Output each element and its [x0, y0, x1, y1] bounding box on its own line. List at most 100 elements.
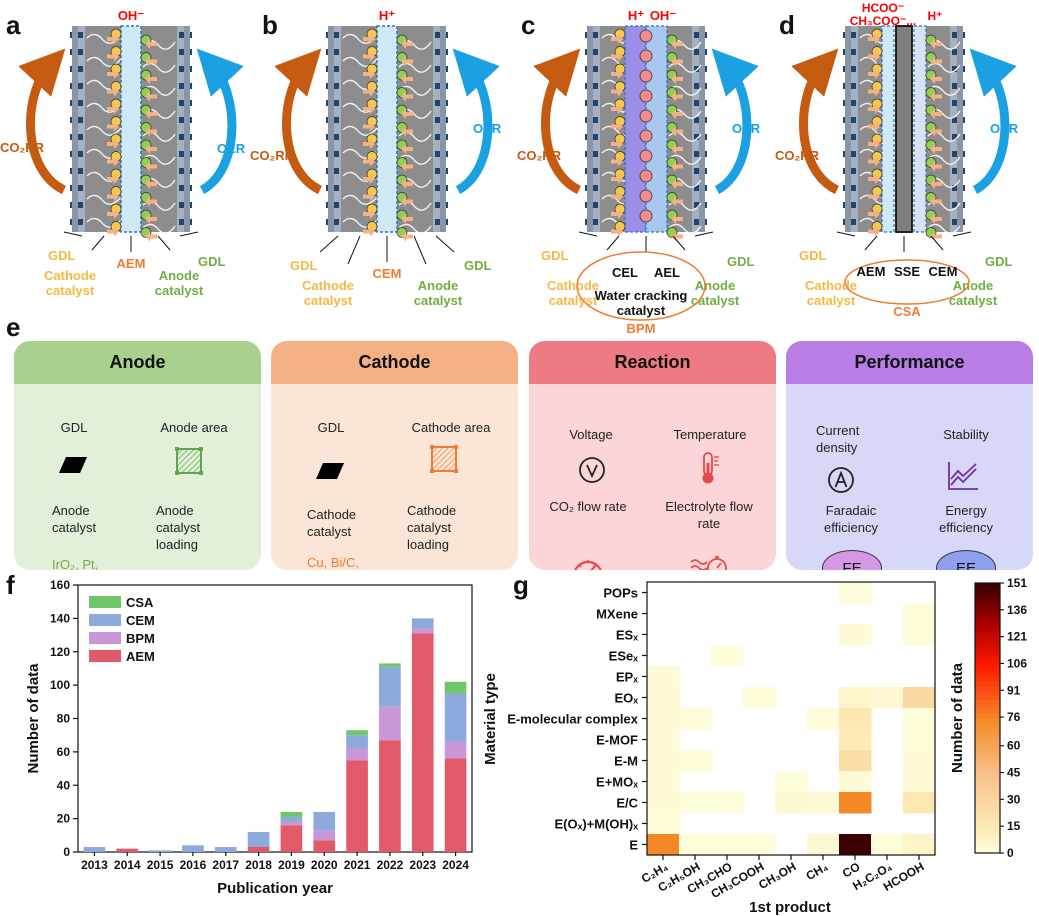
y-tick-label: E-M	[614, 754, 638, 769]
colorbar-segment	[975, 592, 1000, 598]
ion-arrow	[930, 39, 942, 49]
water-catalyst-particle	[639, 49, 653, 63]
voltmeter-icon	[577, 455, 607, 490]
ee-badge: EE	[936, 550, 996, 570]
ion-arrow	[611, 209, 623, 219]
colorbar-segment	[975, 776, 1000, 782]
colorbar-segment	[975, 758, 1000, 764]
colorbar-tick-label: 15	[1007, 819, 1021, 833]
y-tick-label: E-molecular complex	[507, 712, 639, 727]
card-cathode-title: Cathode	[271, 341, 518, 384]
bar-segment-aem	[444, 758, 467, 852]
anode-catalyst-label: catalyst	[155, 283, 204, 298]
ion-arrow	[401, 144, 413, 154]
colorbar-tick-label: 30	[1007, 792, 1021, 806]
y-tick-label: 0	[63, 845, 70, 859]
plate-edge	[72, 26, 78, 232]
colorbar-segment	[975, 637, 1000, 643]
ion-arrow	[401, 91, 413, 102]
colorbar-tick-label: 76	[1007, 710, 1021, 724]
gdl-right-label: GDL	[198, 254, 226, 269]
card-reaction-title: Reaction	[529, 341, 776, 384]
gdl-fiber	[342, 194, 378, 205]
card-anode-title: Anode	[14, 341, 261, 384]
colorbar-segment	[975, 835, 1000, 841]
x-tick-label: 2017	[212, 858, 239, 872]
ion-arrow	[930, 179, 942, 189]
ion-arrow	[868, 121, 880, 132]
ion-arrow	[671, 56, 683, 67]
colorbar-segment	[975, 808, 1000, 814]
x-tick-label: 2015	[147, 858, 174, 872]
colorbar-segment	[975, 790, 1000, 796]
y-tick-label: EOₓ	[614, 691, 638, 706]
anode-catalyst-label: catalyst	[414, 293, 463, 308]
gdl-fiber	[398, 154, 432, 165]
anode-catalyst-label: Anode	[159, 268, 199, 283]
ion-arrow	[401, 179, 413, 189]
colorbar-segment	[975, 826, 1000, 832]
plate-edge	[845, 26, 851, 232]
bpm-label: BPM	[627, 321, 656, 336]
heatmap-cell	[903, 834, 936, 856]
bar-segment-aem	[346, 760, 368, 852]
heatmap-cell	[647, 666, 680, 688]
ammeter-icon	[826, 465, 856, 500]
heatmap-cell	[647, 750, 680, 772]
ion-arrow	[671, 91, 683, 102]
heatmap-cell	[743, 834, 776, 856]
ion-arrow	[401, 126, 413, 137]
colorbar-segment	[975, 659, 1000, 665]
heatmap-cell	[679, 792, 712, 814]
plate-edge	[328, 26, 334, 232]
x-tick-label: CH₄	[804, 859, 831, 883]
co2rr-label: CO₂RR	[517, 148, 562, 163]
y-tick-label: E(Oₓ)+M(OH)ₓ	[554, 817, 638, 832]
colorbar-segment	[975, 727, 1000, 733]
legend-swatch-cem	[89, 614, 121, 626]
bar-segment-cem	[280, 816, 303, 822]
colorbar-segment	[975, 632, 1000, 638]
x-axis-title: 1st product	[749, 899, 831, 916]
legend-label-aem: AEM	[126, 649, 155, 664]
ion-arrow	[868, 156, 880, 167]
ion-arrow	[868, 69, 880, 79]
ion-arrow	[930, 214, 942, 224]
ion-arrow	[868, 209, 880, 219]
heatmap-cell	[647, 834, 680, 856]
x-tick-label: 2023	[409, 858, 436, 872]
ion-arrow	[611, 139, 623, 149]
colorbar-segment	[975, 736, 1000, 742]
cathode-gdl-label: GDL	[317, 420, 345, 435]
ion-arrow	[671, 39, 683, 49]
plate-edge	[184, 26, 190, 232]
bar-segment-aem	[247, 846, 270, 852]
cathode-catalyst-label: Cathode	[44, 268, 96, 283]
gdl-fiber	[142, 223, 176, 234]
heatmap-cell	[839, 624, 872, 646]
gdl-fiber	[668, 85, 702, 96]
area-square-icon	[429, 444, 459, 479]
bar-segment-bpm	[313, 830, 336, 841]
colorbar-segment	[975, 677, 1000, 683]
plate-edge	[957, 26, 963, 232]
oer-label: OER	[473, 121, 502, 136]
ion-arrow	[145, 39, 157, 49]
ion-arrow	[363, 156, 375, 167]
co2rr-label: CO₂RR	[250, 148, 295, 163]
plate-edge	[699, 26, 705, 232]
card-reaction: Reaction Voltage Temperature CO₂ flow ra…	[529, 341, 776, 570]
water-cracking-label: Water cracking	[595, 288, 688, 303]
ion-arrow	[401, 231, 413, 242]
colorbar-segment	[975, 844, 1000, 850]
colorbar-segment	[975, 718, 1000, 724]
fe-badge: FE	[822, 550, 882, 570]
ion-arrow	[363, 121, 375, 132]
ion-arrow	[107, 209, 119, 219]
colorbar-frame	[974, 582, 1001, 854]
ion-arrow	[930, 91, 942, 102]
ion-arrow	[401, 214, 413, 224]
ion-arrow	[671, 196, 683, 207]
